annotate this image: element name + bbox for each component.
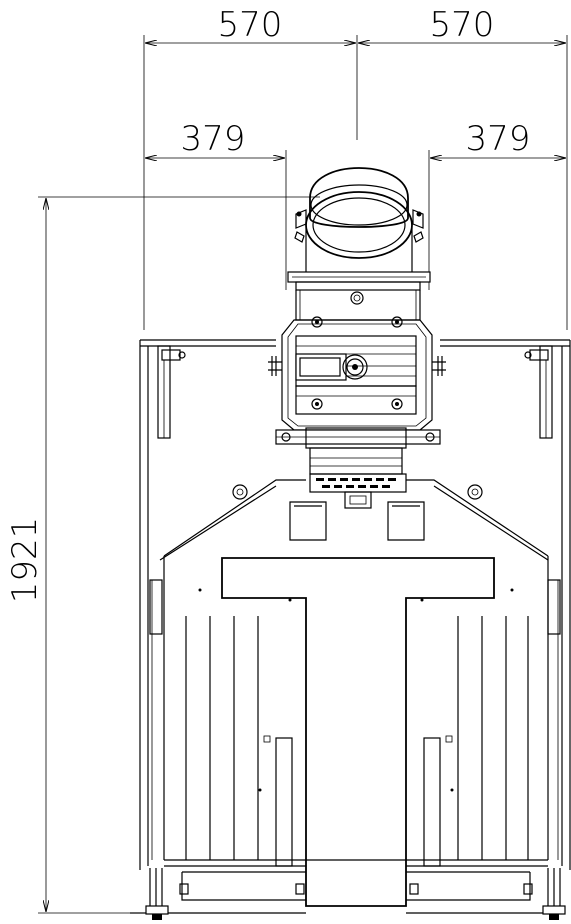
dim-label-top-left: 570: [218, 5, 283, 45]
dim-label-top-right: 570: [430, 5, 495, 45]
valve-housing: [268, 316, 446, 431]
air-grille: [309, 473, 407, 509]
valve-flange: [275, 427, 441, 475]
flue-adapter: [287, 271, 431, 321]
dimension-lines: [38, 35, 568, 914]
dim-label-inner-left: 379: [181, 119, 246, 159]
firebox-top-plate: [140, 339, 570, 439]
dim-label-height: 1921: [5, 517, 45, 604]
dim-label-inner-right: 379: [466, 119, 531, 159]
leveling-feet: [130, 868, 566, 920]
flue-collar: [294, 167, 424, 272]
dimension-labels: 570 570 379 379 1921: [5, 5, 530, 603]
firebox-body: [139, 340, 571, 907]
